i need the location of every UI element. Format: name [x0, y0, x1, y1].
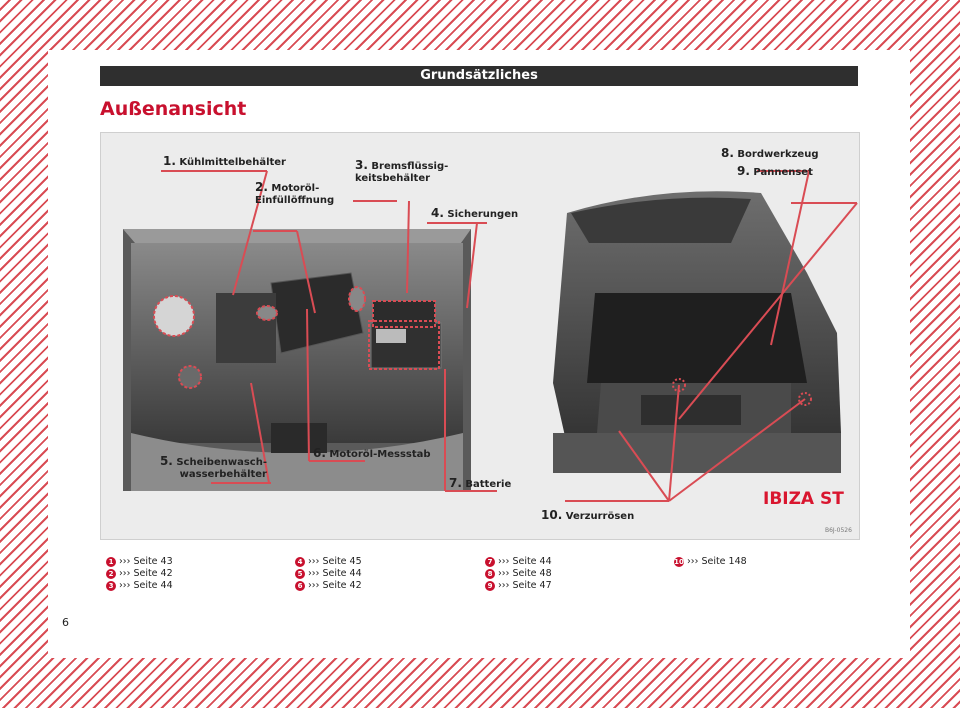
reference-item[interactable]: 3››› Seite 44 [106, 580, 173, 592]
callout-1-coolant-reservoir: 1. Kühlmittelbehälter [163, 154, 286, 168]
callout-badge: 9 [485, 581, 495, 591]
reference-column-1: 1››› Seite 43 2››› Seite 42 3››› Seite 4… [106, 556, 173, 592]
page: Grundsätzliches Außenansicht [48, 50, 910, 658]
figure-illustration [123, 170, 858, 502]
callout-2-oil-filler: 2. Motoröl-Einfüllöffnung [255, 180, 335, 206]
reference-item[interactable]: 7››› Seite 44 [485, 556, 552, 568]
callout-3-brake-fluid: 3. Bremsflüssig-keitsbehälter [355, 158, 449, 184]
callout-9-tyre-repair-kit: 9. Pannenset [737, 164, 813, 178]
callout-10-lashing-eyes: 10. Verzurrösen [541, 508, 635, 522]
callout-badge: 10 [674, 557, 684, 567]
callout-badge: 2 [106, 569, 116, 579]
reference-item[interactable]: 5››› Seite 44 [295, 568, 362, 580]
image-code: B6J-0526 [825, 527, 852, 534]
callout-badge: 5 [295, 569, 305, 579]
callout-5-washer-fluid: 5. Scheibenwasch-wasserbehälter [159, 454, 267, 480]
callout-6-dipstick: 6. Motoröl-Messstab [313, 446, 431, 460]
callout-badge: 7 [485, 557, 495, 567]
reference-column-2: 4››› Seite 45 5››› Seite 44 6››› Seite 4… [295, 556, 362, 592]
car-rear-photo [553, 191, 841, 473]
callout-badge: 3 [106, 581, 116, 591]
reference-item[interactable]: 6››› Seite 42 [295, 580, 362, 592]
reference-item[interactable]: 2››› Seite 42 [106, 568, 173, 580]
model-label: IBIZA ST [763, 489, 844, 509]
reference-item[interactable]: 8››› Seite 48 [485, 568, 552, 580]
callout-7-battery: 7. Batterie [449, 476, 512, 490]
reference-item[interactable]: 9››› Seite 47 [485, 580, 552, 592]
callout-badge: 8 [485, 569, 495, 579]
chapter-header: Grundsätzliches [100, 66, 858, 86]
callout-8-tool-kit: 8. Bordwerkzeug [721, 146, 819, 160]
page-number: 6 [62, 616, 69, 629]
vehicle-figure: 1. Kühlmittelbehälter 2. Motoröl-Einfüll… [100, 132, 860, 540]
callout-badge: 1 [106, 557, 116, 567]
reference-item[interactable]: 10››› Seite 148 [674, 556, 747, 567]
callout-lines [161, 170, 858, 502]
callout-badge: 4 [295, 557, 305, 567]
reference-item[interactable]: 4››› Seite 45 [295, 556, 362, 568]
reference-column-4: 10››› Seite 148 [674, 556, 747, 568]
callout-4-fuses: 4. Sicherungen [431, 206, 519, 220]
section-title: Außenansicht [100, 98, 247, 120]
reference-item[interactable]: 1››› Seite 43 [106, 556, 173, 568]
reference-column-3: 7››› Seite 44 8››› Seite 48 9››› Seite 4… [485, 556, 552, 592]
engine-bay-photo [123, 229, 471, 491]
callout-badge: 6 [295, 581, 305, 591]
